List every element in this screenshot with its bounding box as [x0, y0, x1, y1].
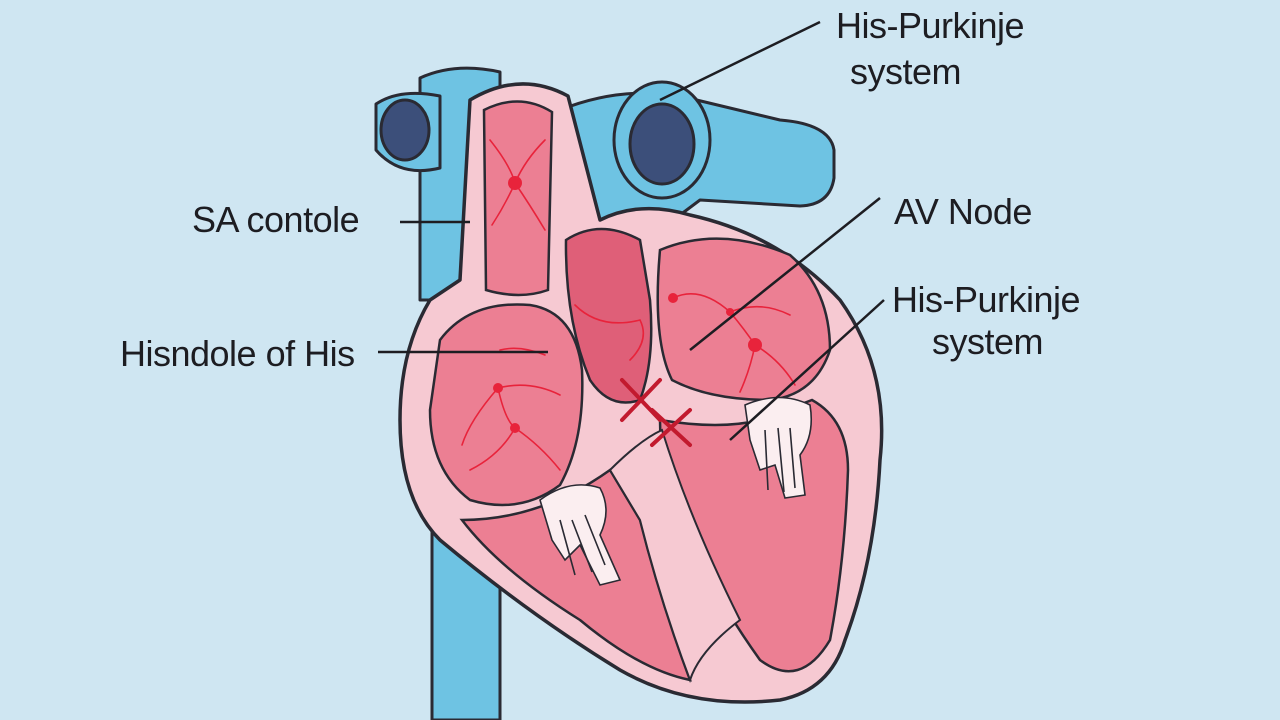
leader-his-purkinje-top: [659, 20, 821, 102]
valves: [539, 396, 813, 586]
right-atrium-chamber: [428, 303, 584, 507]
label-sa-node: SA contole: [192, 199, 359, 240]
leader-av-node: [689, 197, 881, 351]
right-vessel-opening: [628, 102, 696, 186]
label-his-purkinje-right-line2: system: [932, 321, 1043, 362]
leader-lines: [378, 20, 885, 441]
left-atrium: [656, 237, 832, 402]
block-markers: [620, 378, 692, 447]
leader-his-purkinje-right: [729, 299, 885, 441]
label-his-purkinje-top-line1: His-Purkinje: [836, 5, 1024, 46]
label-av-node: AV Node: [894, 191, 1032, 232]
conduction-nodes: [493, 176, 762, 433]
label-his-purkinje-top-line2: system: [850, 51, 961, 92]
interventricular-septum: [608, 428, 742, 683]
right-atrium-column: [482, 100, 554, 297]
label-his-purkinje-right-line1: His-Purkinje: [892, 279, 1080, 320]
mitral-valve: [744, 396, 813, 499]
sa-node-dot: [508, 176, 522, 190]
label-bundle-of-his: Hisndole of His: [120, 333, 355, 374]
left-vessel-opening: [379, 98, 431, 162]
tricuspid-valve: [539, 484, 622, 586]
av-node-dot: [748, 338, 762, 352]
